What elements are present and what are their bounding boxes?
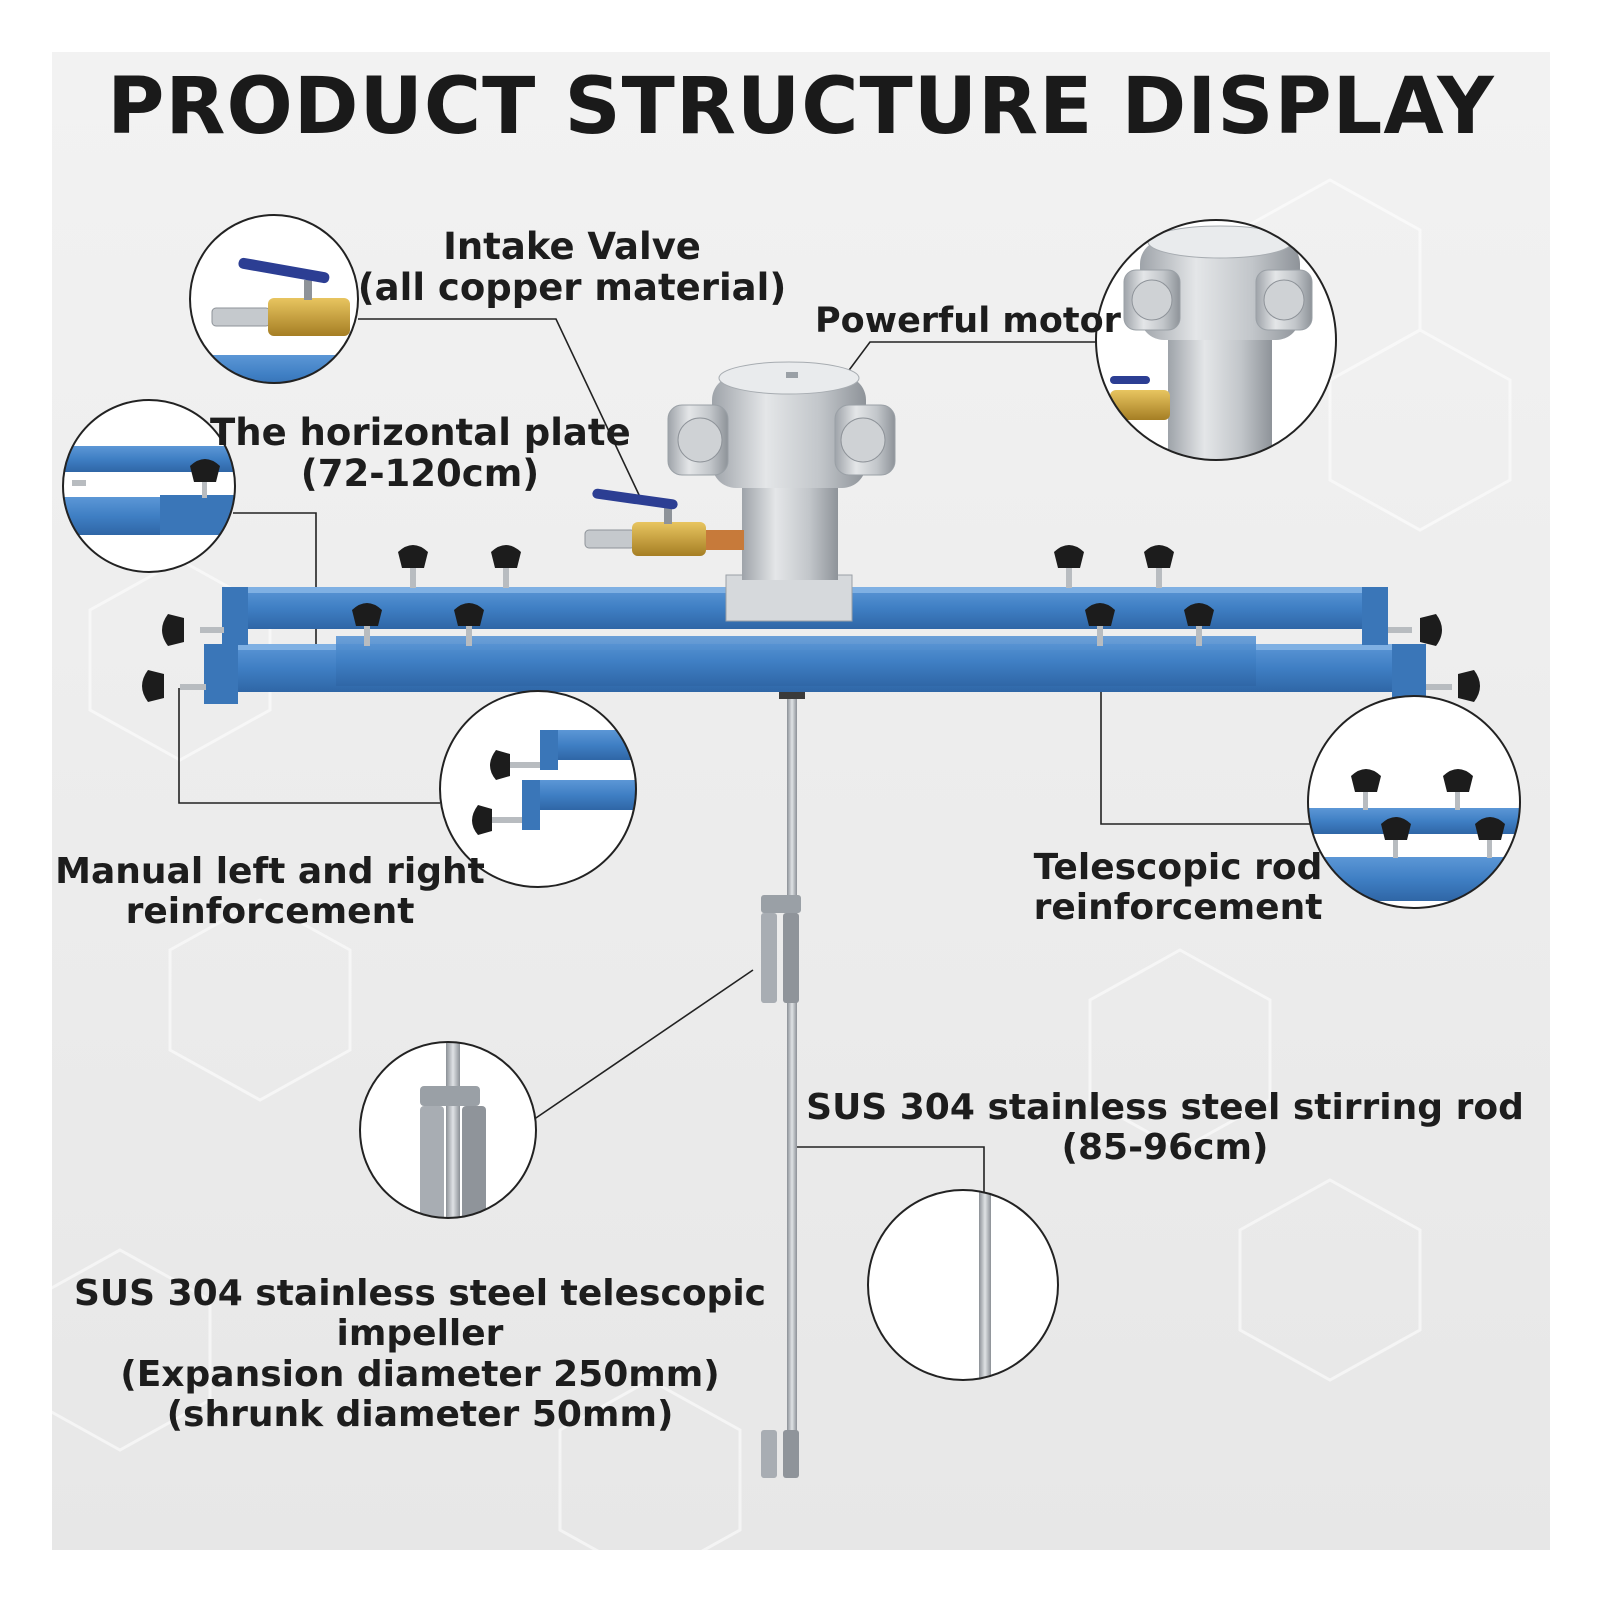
label-line: (Expansion diameter 250mm) <box>120 1353 720 1395</box>
leader-impeller <box>529 969 754 1123</box>
label-line: Manual left and right <box>55 851 485 892</box>
label-line: reinforcement <box>125 891 415 933</box>
callout-stirring-rod <box>867 1189 1059 1381</box>
knob-icon <box>398 545 428 588</box>
knob-icon <box>454 603 484 646</box>
knob-icon <box>142 670 206 702</box>
callout-motor <box>1095 219 1337 461</box>
leader-telescopic-rod <box>1100 630 1310 825</box>
knob-icon <box>162 614 224 646</box>
callout-impeller <box>359 1041 537 1219</box>
label-powerful-motor: Powerful motor <box>808 301 1128 341</box>
label-line: SUS 304 stainless steel stirring rod <box>806 1087 1524 1128</box>
label-line: (all copper material) <box>357 266 787 310</box>
knob-icon <box>352 603 382 646</box>
label-impeller: SUS 304 stainless steel telescopic impel… <box>60 1273 780 1435</box>
label-line: reinforcement <box>1033 887 1323 929</box>
label-telescopic-rod: Telescopic rod reinforcement <box>1018 847 1338 929</box>
label-line: Intake Valve <box>443 225 701 268</box>
label-line: impeller <box>336 1313 504 1355</box>
knob-icon <box>1426 670 1480 702</box>
label-line: (72-120cm) <box>300 452 540 496</box>
knob-icon <box>1388 614 1442 646</box>
label-line: (85-96cm) <box>1061 1127 1269 1169</box>
label-line: (shrunk diameter 50mm) <box>166 1393 674 1435</box>
callout-manual-reinforcement <box>439 690 637 888</box>
telescopic-impeller <box>761 895 801 1478</box>
label-manual-reinforcement: Manual left and right reinforcement <box>50 851 490 933</box>
label-stirring-rod: SUS 304 stainless steel stirring rod (85… <box>800 1087 1530 1169</box>
leader-intake-valve <box>358 318 641 498</box>
knob-icon <box>1085 603 1115 646</box>
leader-manual-reinforcement <box>178 688 440 804</box>
label-line: The horizontal plate <box>210 411 631 454</box>
knob-icon <box>491 545 521 588</box>
intake-valve <box>584 488 744 556</box>
knob-icon <box>1054 545 1084 588</box>
label-line: Telescopic rod <box>1033 847 1323 888</box>
knob-icon <box>1144 545 1174 588</box>
callout-horizontal-plate <box>62 399 236 573</box>
label-horizontal-plate: The horizontal plate (72-120cm) <box>210 411 631 496</box>
air-motor <box>667 361 896 622</box>
label-line: SUS 304 stainless steel telescopic <box>73 1273 766 1314</box>
label-line: Powerful motor <box>815 301 1121 341</box>
knobs <box>142 545 1480 702</box>
page-title: PRODUCT STRUCTURE DISPLAY <box>107 62 1495 152</box>
label-intake-valve: Intake Valve (all copper material) <box>352 226 792 309</box>
knob-icon <box>1184 603 1214 646</box>
